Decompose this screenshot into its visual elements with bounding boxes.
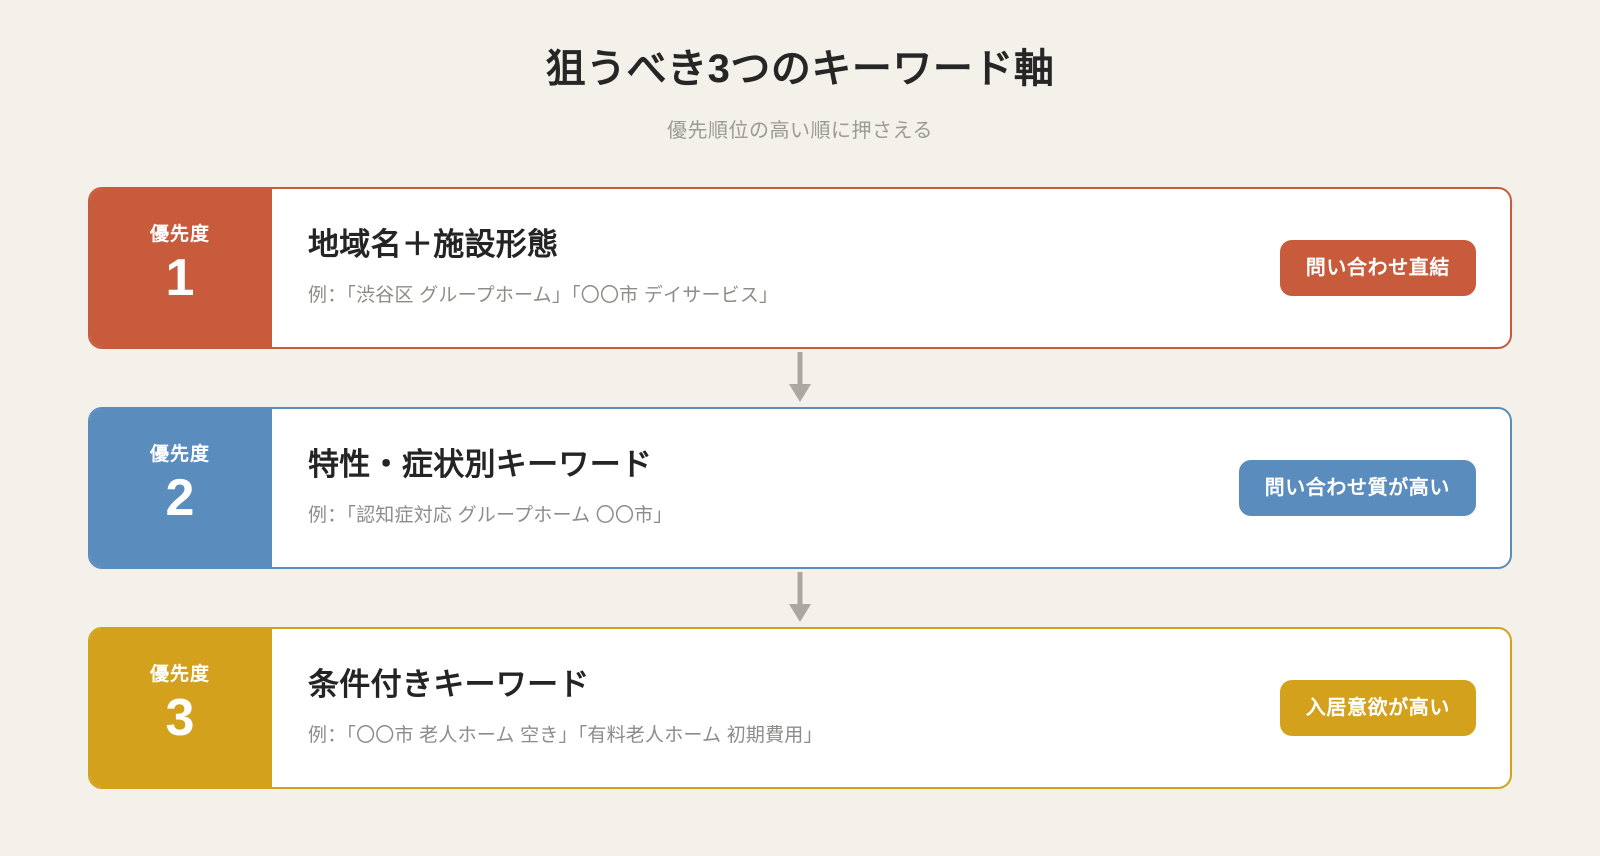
priority-card-list: 優先度 1 地域名＋施設形態 例：「渋谷区 グループホーム」「〇〇市 デイサービ… [0, 187, 1600, 789]
page-title: 狙うべき3つのキーワード軸 [545, 47, 1055, 91]
card-body-3: 条件付きキーワード 例：「〇〇市 老人ホーム 空き」「有料老人ホーム 初期費用」… [272, 629, 1510, 787]
header: 狙うべき3つのキーワード軸 優先順位の高い順に押さえる [0, 0, 1600, 143]
priority-label: 優先度 [149, 224, 210, 246]
card-tag-1: 問い合わせ直結 [1279, 240, 1476, 296]
card-title: 条件付きキーワード [308, 667, 590, 703]
priority-label: 優先度 [149, 664, 210, 686]
page-subtitle: 優先順位の高い順に押さえる [667, 120, 933, 142]
connector-1 [88, 349, 1512, 407]
priority-number: 3 [165, 689, 195, 748]
card-text-2: 特性・症状別キーワード 例：「認知症対応 グループホーム 〇〇市」 [308, 446, 673, 529]
card-tag-2: 問い合わせ質が高い [1238, 460, 1476, 516]
arrow-down-icon [789, 572, 811, 622]
card-body-2: 特性・症状別キーワード 例：「認知症対応 グループホーム 〇〇市」 問い合わせ質… [272, 409, 1510, 567]
priority-number: 2 [165, 469, 195, 528]
card-title: 特性・症状別キーワード [308, 447, 653, 483]
card-example: 例：「認知症対応 グループホーム 〇〇市」 [308, 505, 673, 527]
priority-card-1[interactable]: 優先度 1 地域名＋施設形態 例：「渋谷区 グループホーム」「〇〇市 デイサービ… [88, 187, 1512, 349]
arrow-down-icon [789, 352, 811, 402]
priority-number: 1 [165, 249, 195, 308]
card-title: 地域名＋施設形態 [308, 227, 559, 263]
priority-badge-3: 優先度 3 [90, 629, 272, 787]
connector-2 [88, 569, 1512, 627]
card-example: 例：「渋谷区 グループホーム」「〇〇市 デイサービス」 [308, 285, 779, 307]
priority-card-2[interactable]: 優先度 2 特性・症状別キーワード 例：「認知症対応 グループホーム 〇〇市」 … [88, 407, 1512, 569]
card-example: 例：「〇〇市 老人ホーム 空き」「有料老人ホーム 初期費用」 [308, 725, 823, 747]
card-text-1: 地域名＋施設形態 例：「渋谷区 グループホーム」「〇〇市 デイサービス」 [308, 226, 778, 309]
priority-badge-2: 優先度 2 [90, 409, 272, 567]
priority-label: 優先度 [149, 444, 210, 466]
priority-badge-1: 優先度 1 [90, 189, 272, 347]
card-body-1: 地域名＋施設形態 例：「渋谷区 グループホーム」「〇〇市 デイサービス」 問い合… [272, 189, 1510, 347]
priority-card-3[interactable]: 優先度 3 条件付きキーワード 例：「〇〇市 老人ホーム 空き」「有料老人ホーム… [88, 627, 1512, 789]
card-tag-3: 入居意欲が高い [1279, 680, 1476, 736]
card-text-3: 条件付きキーワード 例：「〇〇市 老人ホーム 空き」「有料老人ホーム 初期費用」 [308, 666, 823, 749]
